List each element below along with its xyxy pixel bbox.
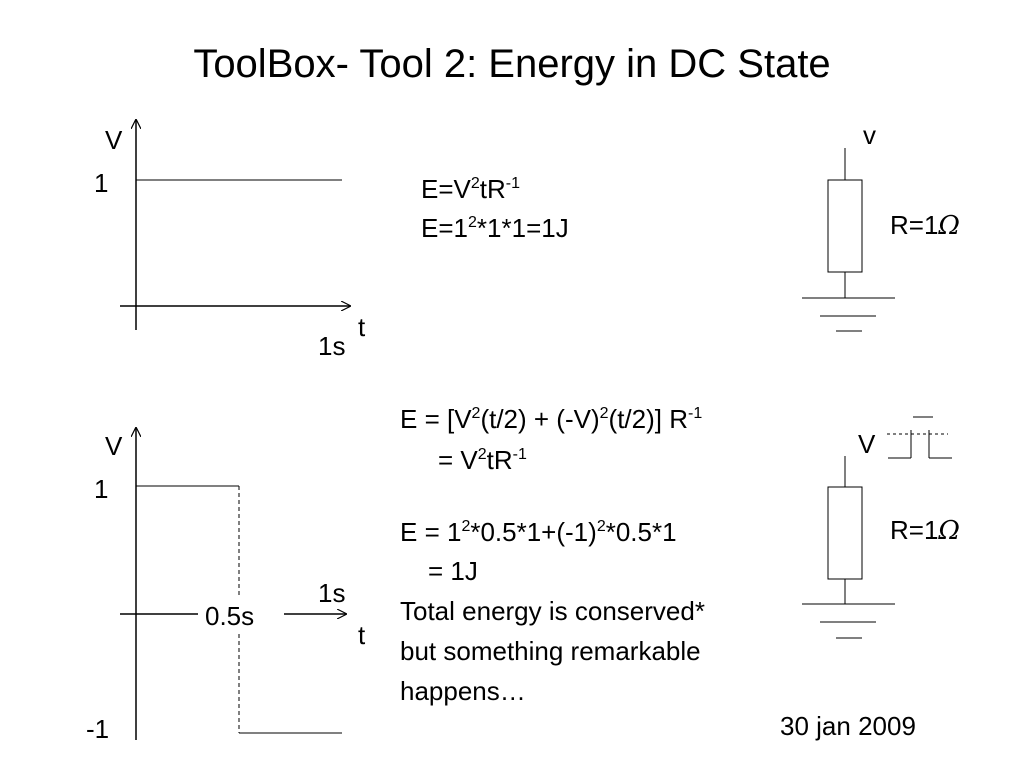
equation-split-energy: E = [V2(t/2) + (-V)2(t/2)] R-1: [400, 404, 703, 434]
slide-title: ToolBox- Tool 2: Energy in DC State: [193, 42, 831, 86]
circuit2-resistor-label: R=1Ω: [890, 515, 960, 546]
graph2-axes: [120, 428, 346, 740]
note-line-1: Total energy is conserved*: [400, 596, 705, 626]
graph1-y-tick-1: 1: [94, 168, 109, 198]
square-wave-source-icon: [887, 416, 952, 459]
equation-energy-formula: E=V2tR-1: [421, 174, 521, 204]
note-line-3: happens…: [400, 676, 526, 706]
graph2-y-axis-label: V: [105, 431, 123, 461]
graph1-axes: [120, 120, 350, 330]
circuit1-source-label: v: [863, 120, 876, 150]
slide-date: 30 jan 2009: [780, 711, 916, 741]
graph1-y-axis-label: V: [105, 125, 123, 155]
omega-symbol: Ω: [938, 211, 960, 241]
circuit1-resistor-label: R=1Ω: [890, 210, 960, 241]
circuit1-resistor: [827, 148, 863, 298]
circuit2-resistor: [827, 456, 863, 604]
equation-numeric: E = 12*0.5*1+(-1)2*0.5*1: [400, 517, 677, 547]
graph2-x-axis-label: t: [358, 620, 366, 650]
graph2-square-wave: [136, 485, 342, 734]
graph1-x-tick-1s: 1s: [318, 331, 346, 361]
circuit2-ground-symbol: [802, 603, 895, 639]
graph2-y-tick-1: 1: [94, 474, 109, 504]
equation-energy-result: E=12*1*1=1J: [421, 213, 569, 243]
equation-simplified: = V2tR-1: [438, 445, 527, 475]
note-line-2: but something remarkable: [400, 636, 701, 666]
circuit2-source-label: V: [858, 429, 876, 459]
graph2-x-tick-1s: 1s: [318, 578, 346, 608]
graph2-y-tick-neg1: -1: [86, 714, 110, 744]
graph1-x-axis-label: t: [358, 312, 366, 342]
equation-numeric-result: = 1J: [428, 556, 478, 586]
omega-symbol: Ω: [938, 516, 960, 546]
circuit1-ground-symbol: [802, 297, 895, 332]
graph2-x-tick-half: 0.5s: [205, 601, 255, 631]
